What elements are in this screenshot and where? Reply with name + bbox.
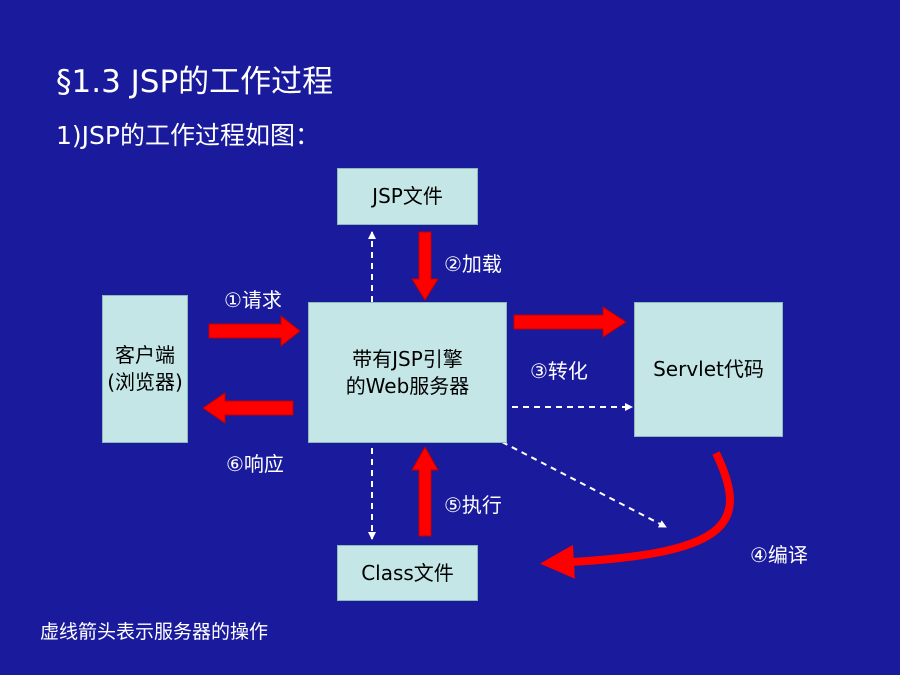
web-server-label: 带有JSP引擎 的Web服务器 [345,346,470,398]
step-compile-label: ④编译 [750,543,808,567]
red-arrow-execute [411,445,439,537]
step-execute-label: ⑤执行 [444,493,502,517]
red-arrow-convert [513,306,627,338]
dashed-arrow-compile-op [501,441,667,528]
web-server-box: 带有JSP引擎 的Web服务器 [308,302,507,443]
red-arrow-request [208,314,301,348]
class-file-label: Class文件 [361,560,454,585]
jsp-file-label: JSP文件 [372,184,443,208]
servlet-code-label: Servlet代码 [653,357,764,381]
step-convert-label: ③转化 [530,359,588,383]
client-browser-box: 客户端 (浏览器) [102,295,188,443]
footnote: 虚线箭头表示服务器的操作 [40,621,269,643]
servlet-code-box: Servlet代码 [634,302,783,437]
step-load-label: ②加载 [444,252,502,276]
step-request-label: ①请求 [224,288,282,312]
jsp-file-box: JSP文件 [337,168,478,225]
class-file-box: Class文件 [337,545,478,601]
red-arrow-response [202,392,294,424]
red-arrow-load [411,231,439,301]
slide-title: §1.3 JSP的工作过程 [56,64,334,100]
red-arrow-compile [540,451,734,579]
client-browser-label: 客户端 (浏览器) [107,343,183,394]
slide-subtitle: 1)JSP的工作过程如图： [56,121,320,150]
step-response-label: ⑥响应 [226,452,284,476]
